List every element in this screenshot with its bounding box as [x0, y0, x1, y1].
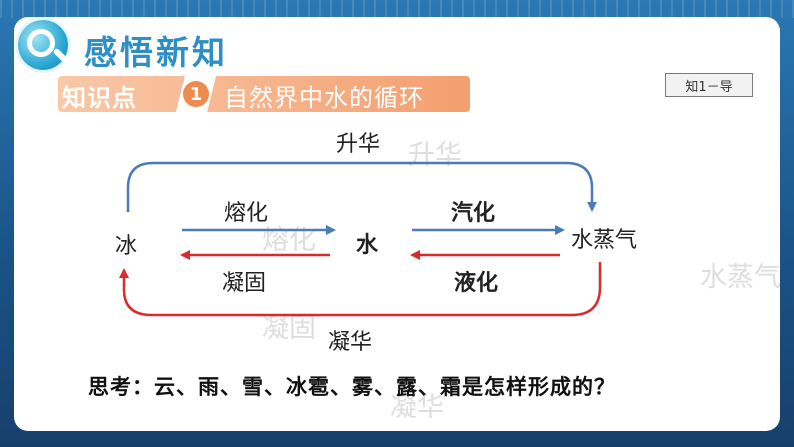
knowledge-point-bar: [58, 76, 470, 112]
state-vapor: 水蒸气: [571, 228, 638, 253]
label-deposition: 凝华: [328, 330, 373, 355]
watermark-deposition: 凝华: [390, 392, 444, 423]
knowledge-point-badge: 1: [176, 76, 216, 112]
watermark-solidification: 凝固: [262, 313, 316, 344]
state-water: 水: [356, 233, 379, 258]
page-title: 感悟新知: [84, 33, 228, 72]
deposition-arrow: [119, 262, 602, 317]
state-ice: 冰: [115, 234, 138, 259]
knowledge-point-number: 1: [183, 81, 209, 107]
label-sublimation: 升华: [336, 132, 381, 157]
knowledge-point-title: 自然界中水的循环: [224, 84, 424, 112]
label-liquefaction: 液化: [454, 271, 499, 296]
thinking-question: 思考：云、雨、雪、冰雹、雾、露、霜是怎样形成的？: [88, 375, 616, 399]
section-tag: 知1－导: [665, 73, 753, 97]
label-vaporization: 汽化: [451, 201, 496, 226]
sublimation-arrow: [126, 161, 597, 212]
watermark-sublimation: 升华: [408, 140, 462, 171]
knowledge-point-label: 知识点: [62, 84, 137, 112]
label-solidification: 凝固: [222, 271, 267, 296]
watermark-vapor: 水蒸气: [700, 262, 781, 293]
label-melting: 熔化: [224, 201, 269, 226]
magnifier-logo-icon: [18, 20, 68, 70]
